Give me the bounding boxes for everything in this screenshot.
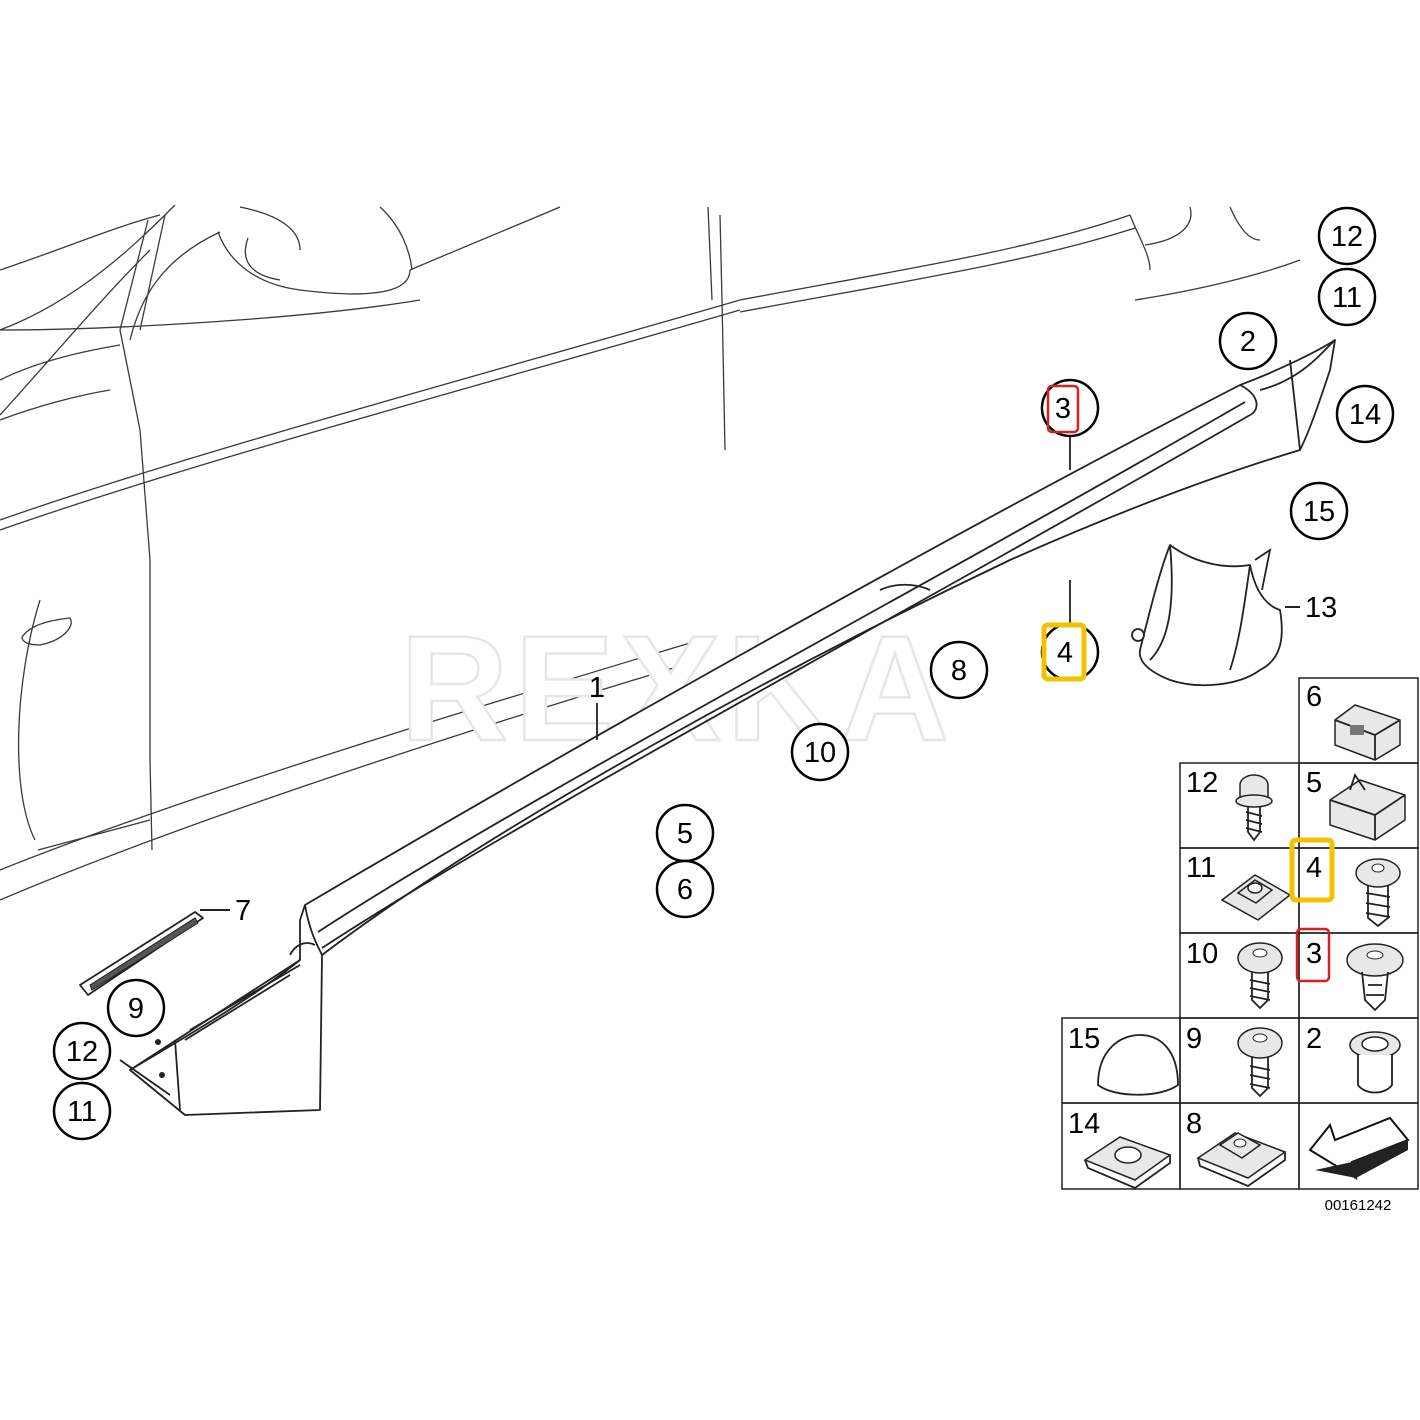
- svg-text:15: 15: [1303, 496, 1335, 528]
- highlight-box-red: [1046, 384, 1080, 434]
- svg-text:12: 12: [1186, 767, 1218, 799]
- svg-text:1: 1: [589, 672, 605, 704]
- grid-cell-9: 9: [1186, 1023, 1283, 1098]
- grid-cell-12: 12: [1186, 767, 1273, 842]
- svg-text:2: 2: [1240, 326, 1256, 358]
- callout-11-top: 11: [1317, 267, 1377, 327]
- trim-strip-part: [79, 909, 230, 996]
- svg-text:7: 7: [235, 895, 251, 927]
- svg-text:11: 11: [67, 1096, 97, 1128]
- grid-cell-11: 11: [1186, 852, 1292, 921]
- callout-2: 2: [1218, 311, 1278, 371]
- svg-text:13: 13: [1305, 592, 1337, 624]
- wheel-arch-liner-part: [1131, 544, 1300, 687]
- highlight-box-red-grid: [1295, 927, 1331, 983]
- svg-text:11: 11: [1332, 282, 1362, 314]
- svg-text:4: 4: [1306, 852, 1322, 884]
- grid-cell-3: 3: [1295, 927, 1404, 1012]
- callout-5: 5: [655, 803, 715, 863]
- svg-text:12: 12: [1331, 221, 1363, 253]
- svg-text:14: 14: [1349, 399, 1381, 431]
- leader-lines: [596, 435, 1071, 740]
- svg-text:6: 6: [1306, 681, 1322, 713]
- car-body-outline: [0, 204, 1301, 901]
- svg-text:8: 8: [951, 655, 967, 687]
- svg-text:5: 5: [1306, 767, 1322, 799]
- highlight-box-yellow: [1041, 622, 1087, 682]
- svg-text:9: 9: [1186, 1023, 1202, 1055]
- callout-11-left: 11: [52, 1081, 112, 1141]
- svg-text:15: 15: [1068, 1023, 1100, 1055]
- svg-text:4: 4: [1057, 637, 1073, 669]
- grid-cell-4: 4: [1289, 837, 1401, 928]
- callout-7: 7: [235, 895, 251, 927]
- svg-text:8: 8: [1186, 1108, 1202, 1140]
- highlight-box-yellow-grid: [1289, 837, 1335, 903]
- grid-cell-15: 15: [1068, 1023, 1179, 1096]
- hardware-grid: 6 12 5 11: [1061, 677, 1419, 1190]
- callout-4: 4: [1040, 622, 1100, 682]
- svg-text:3: 3: [1306, 938, 1322, 970]
- callout-3: 3: [1040, 378, 1100, 438]
- grid-cell-6: 6: [1306, 681, 1401, 761]
- callout-1: 1: [589, 672, 605, 704]
- svg-text:9: 9: [128, 993, 144, 1025]
- callout-13: 13: [1305, 592, 1337, 624]
- grid-cell-10: 10: [1186, 938, 1283, 1010]
- callout-12-left: 12: [52, 1021, 112, 1081]
- svg-text:12: 12: [66, 1036, 98, 1068]
- svg-text:10: 10: [1186, 938, 1218, 970]
- svg-text:11: 11: [1186, 852, 1216, 884]
- svg-text:6: 6: [677, 874, 693, 906]
- side-skirt-part: [119, 339, 1336, 1116]
- callout-12-top: 12: [1317, 206, 1377, 266]
- document-number: 00161242: [1325, 1197, 1392, 1214]
- callout-15: 15: [1289, 481, 1349, 541]
- svg-text:14: 14: [1068, 1108, 1100, 1140]
- svg-text:10: 10: [804, 737, 836, 769]
- grid-cell-5: 5: [1306, 767, 1406, 841]
- grid-cell-14: 14: [1068, 1108, 1172, 1190]
- callout-8: 8: [929, 640, 989, 700]
- svg-text:2: 2: [1306, 1023, 1322, 1055]
- direction-arrow-icon: [1308, 1116, 1410, 1181]
- svg-text:3: 3: [1055, 393, 1071, 425]
- callout-6: 6: [655, 859, 715, 919]
- callout-10: 10: [790, 722, 850, 782]
- callout-14: 14: [1335, 384, 1395, 444]
- grid-cell-8: 8: [1186, 1108, 1287, 1188]
- grid-cell-2: 2: [1306, 1023, 1401, 1094]
- svg-text:5: 5: [677, 818, 693, 850]
- callout-9: 9: [106, 978, 166, 1038]
